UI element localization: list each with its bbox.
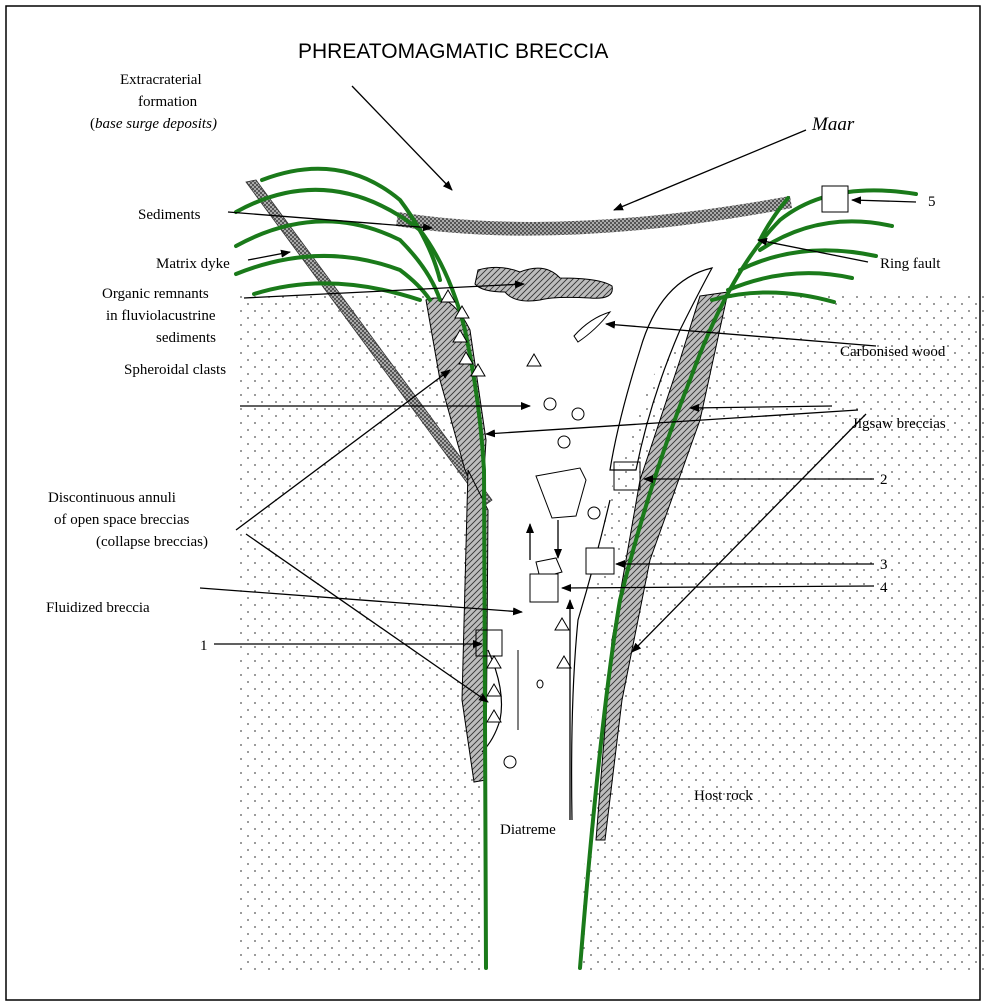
label-number-5: 5 [928, 194, 936, 210]
label-fluidized: Fluidized breccia [46, 600, 150, 616]
label-extracraterial-1: Extracraterial [120, 72, 202, 88]
label-extracraterial-3: (base surge deposits) [90, 116, 217, 132]
label-carbonised: Carbonised wood [840, 344, 946, 360]
label-number-2: 2 [880, 472, 888, 488]
label-host-rock: Host rock [694, 788, 753, 804]
organic-remnant [475, 267, 612, 301]
label-organic-3: sediments [156, 330, 216, 346]
diagram-title: PHREATOMAGMATIC BRECCIA [298, 40, 608, 63]
label-number-4: 4 [880, 580, 888, 596]
site-box-5 [822, 186, 848, 212]
label-maar: Maar [811, 114, 855, 135]
label-discontinuous-2: of open space breccias [54, 512, 190, 528]
label-discontinuous-3: (collapse breccias) [96, 534, 208, 550]
label-discontinuous-1: Discontinuous annuli [48, 490, 176, 506]
label-spheroidal: Spheroidal clasts [124, 362, 226, 378]
label-number-1: 1 [200, 638, 208, 654]
label-matrix-dyke: Matrix dyke [156, 256, 230, 272]
site-box-3 [586, 548, 614, 574]
label-ring-fault: Ring fault [880, 256, 941, 272]
label-sediments: Sediments [138, 207, 201, 223]
label-jigsaw: Jigsaw breccias [852, 416, 946, 432]
label-number-3: 3 [880, 557, 888, 573]
label-organic-1: Organic remnants [102, 286, 209, 302]
sediment-layer [396, 196, 792, 236]
site-box-4 [530, 574, 558, 602]
label-diatreme: Diatreme [500, 822, 556, 838]
label-extracraterial-2: formation [138, 94, 198, 110]
carbonised-wood [574, 312, 610, 342]
label-organic-2: in fluviolacustrine [106, 308, 216, 324]
host-rock-right [580, 296, 984, 970]
